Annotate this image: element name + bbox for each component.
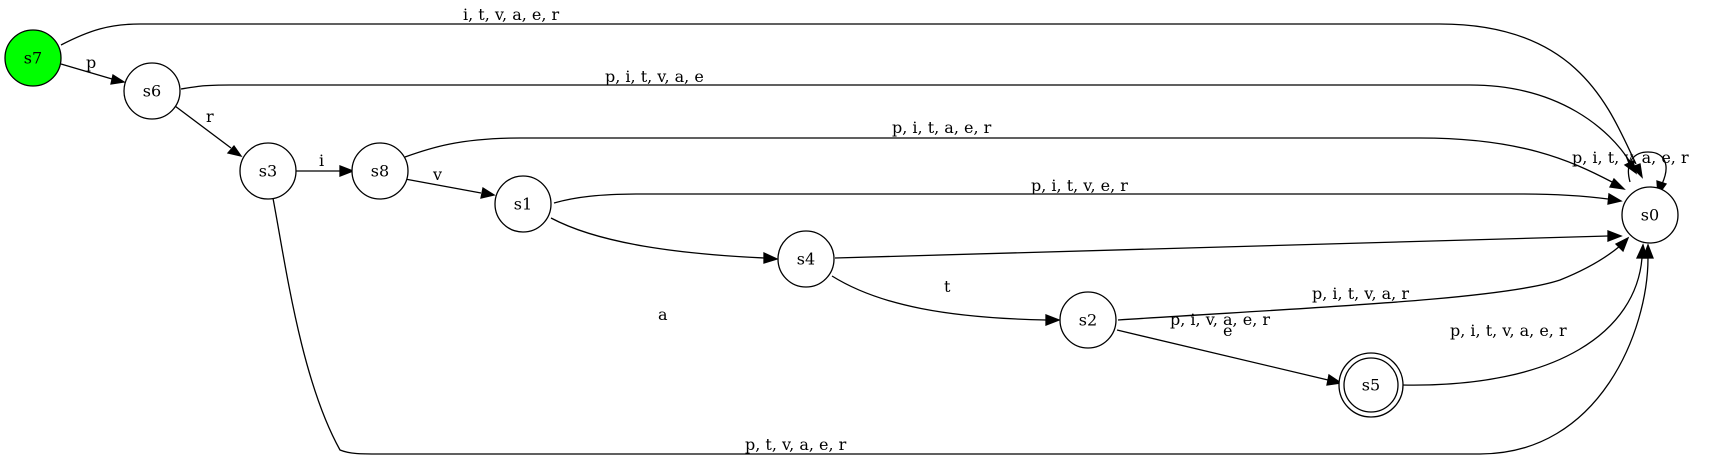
- edge-s4-s0: [834, 235, 1609, 259]
- edge-s6-s3: [174, 105, 232, 149]
- edges: i, t, v, a, e, r p p, i, t, v, a, e r i …: [60, 5, 1689, 455]
- edge-s3-s0: [271, 192, 1649, 455]
- edge-s4-s2: [831, 275, 1047, 321]
- node-s2-circle: [1059, 291, 1117, 349]
- node-s6: s6: [123, 62, 181, 120]
- edge-label-s4-s2: t: [944, 277, 951, 296]
- node-s5-inner-circle: [1343, 357, 1399, 413]
- arrowhead-s6-s3: [226, 144, 243, 158]
- node-s0-label: s0: [1641, 206, 1659, 225]
- node-s6-circle: [123, 62, 181, 120]
- edge-label-s8-s1: v: [432, 165, 442, 184]
- edge-s2-s5: [1116, 329, 1329, 381]
- arrowhead-s2-s0: [1614, 236, 1630, 253]
- node-s8-circle: [351, 142, 409, 200]
- edge-label-s6-s3: r: [206, 107, 214, 126]
- node-s4: s4: [777, 230, 835, 288]
- arrowhead-s4-s2: [1045, 314, 1061, 326]
- arrowhead-s8-s1: [480, 186, 496, 199]
- arrowhead-s4-s0: [1607, 230, 1623, 242]
- node-s2-label: s2: [1079, 311, 1097, 330]
- node-s0: s0: [1621, 186, 1679, 244]
- edge-label-s0-s0: p, i, t, v, a, e, r: [1572, 148, 1689, 167]
- node-s4-circle: [777, 230, 835, 288]
- node-s5: s5: [1338, 352, 1404, 418]
- edge-label-s7-s6: p: [86, 53, 96, 72]
- nodes: s7 s6 s3 s8 s1 s4 s2 s5: [4, 29, 1679, 418]
- arrowhead-s2-s5: [1326, 373, 1343, 386]
- arrowhead-s1-s4: [763, 251, 779, 264]
- node-s3-circle: [239, 142, 297, 200]
- node-s5-label: s5: [1362, 376, 1380, 395]
- edge-label-s1-s0: p, i, t, v, e, r: [1031, 176, 1128, 195]
- node-s4-label: s4: [797, 250, 815, 269]
- arrowhead-s8-s0: [1609, 177, 1626, 190]
- edge-s7-s0: [60, 23, 1637, 165]
- edge-s5-s0: [1401, 257, 1643, 386]
- node-s1: s1: [494, 175, 552, 233]
- node-s2: s2: [1059, 291, 1117, 349]
- node-s1-label: s1: [514, 195, 532, 214]
- edge-label-s3-s8: i: [319, 151, 324, 170]
- node-s3: s3: [239, 142, 297, 200]
- node-s8: s8: [351, 142, 409, 200]
- edge-label-s3-s0: p, t, v, a, e, r: [745, 435, 847, 454]
- arrowhead-s1-s0: [1607, 192, 1623, 205]
- edge-label-s4-s0-text: p, i, v, a, e, r: [1170, 310, 1270, 329]
- arrowhead-s3-s8: [339, 165, 355, 177]
- edge-s8-s0: [404, 137, 1613, 183]
- node-s7-circle: [4, 29, 62, 87]
- edge-s6-s0: [180, 84, 1631, 163]
- node-s8-label: s8: [371, 162, 389, 181]
- arrowhead-s7-s6: [110, 73, 126, 85]
- edge-label-s5-s0: p, i, t, v, a, e, r: [1450, 321, 1567, 340]
- edge-s2-s0: [1117, 245, 1621, 321]
- arrowhead-s6-s0: [1623, 160, 1638, 175]
- edge-label-s2-s0: p, i, t, v, a, r: [1312, 284, 1409, 303]
- node-s7-label: s7: [24, 49, 42, 68]
- node-s1-circle: [494, 175, 552, 233]
- node-s3-label: s3: [259, 162, 277, 181]
- edge-s0-s0: [1627, 151, 1667, 185]
- node-s0-circle: [1621, 186, 1679, 244]
- edge-s1-s4: [550, 217, 765, 259]
- edge-label-s6-s0: p, i, t, v, a, e: [605, 67, 704, 86]
- node-s7: s7: [4, 29, 62, 87]
- extra-edge-labels: a p, i, v, a, e, r: [658, 305, 1270, 329]
- edge-s7-s6: [60, 63, 113, 80]
- edge-s1-s0: [553, 193, 1609, 204]
- node-s6-label: s6: [143, 82, 161, 101]
- edge-label-s2-s5: e: [1223, 321, 1232, 340]
- edge-label-s1-s4-a: a: [658, 305, 668, 324]
- edge-label-s7-s0: i, t, v, a, e, r: [463, 5, 560, 24]
- edge-label-s8-s0: p, i, t, a, e, r: [892, 118, 992, 137]
- arrowhead-s3-s0: [1642, 243, 1654, 259]
- edge-s8-s1: [404, 178, 482, 194]
